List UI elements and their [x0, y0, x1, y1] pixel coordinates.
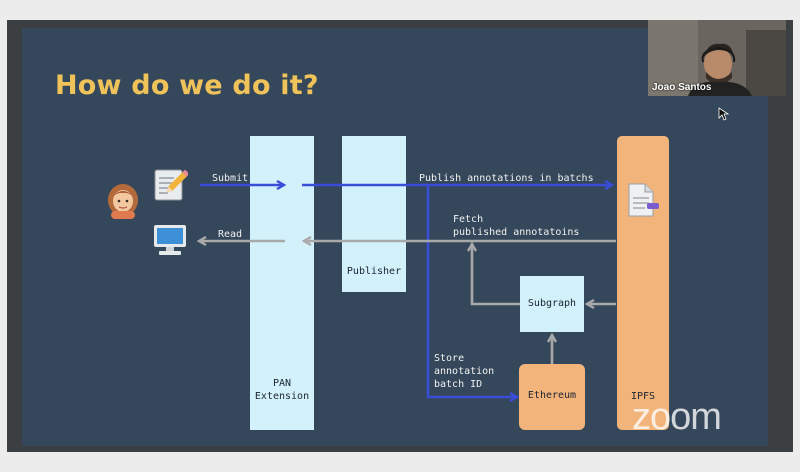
computer-icon	[154, 225, 186, 255]
ethereum-label: Ethereum	[527, 390, 577, 401]
read-label: Read	[218, 229, 243, 240]
person-icon	[108, 184, 138, 219]
submit-label: Submit	[212, 173, 249, 184]
participant-video	[648, 20, 786, 96]
subgraph-query-arrow	[472, 244, 520, 306]
store-arrow	[426, 185, 517, 397]
publish-label: Publish annotations in batchs	[419, 173, 594, 184]
mouse-cursor-icon	[718, 107, 730, 121]
memo-icon	[154, 169, 188, 201]
fetch-label: Fetch published annotatoins	[453, 214, 580, 238]
subgraph-label: Subgraph	[527, 298, 577, 309]
publisher-label: Publisher	[346, 266, 402, 277]
ethereum-box: Ethereum	[519, 364, 585, 430]
subgraph-box: Subgraph	[520, 276, 584, 332]
slide-title: How do we do it?	[55, 70, 319, 101]
store-label: Store annotation batch ID	[434, 353, 495, 390]
zoom-watermark: zoom	[632, 396, 722, 438]
participant-name: Joao Santos	[652, 82, 712, 93]
publisher-box: Publisher	[342, 136, 406, 292]
participant-video-tile[interactable]: Joao Santos	[648, 20, 786, 96]
ipfs-label: IPFS	[630, 391, 656, 402]
document-icon	[628, 183, 659, 217]
pan-extension-label: PAN Extension	[254, 378, 310, 402]
